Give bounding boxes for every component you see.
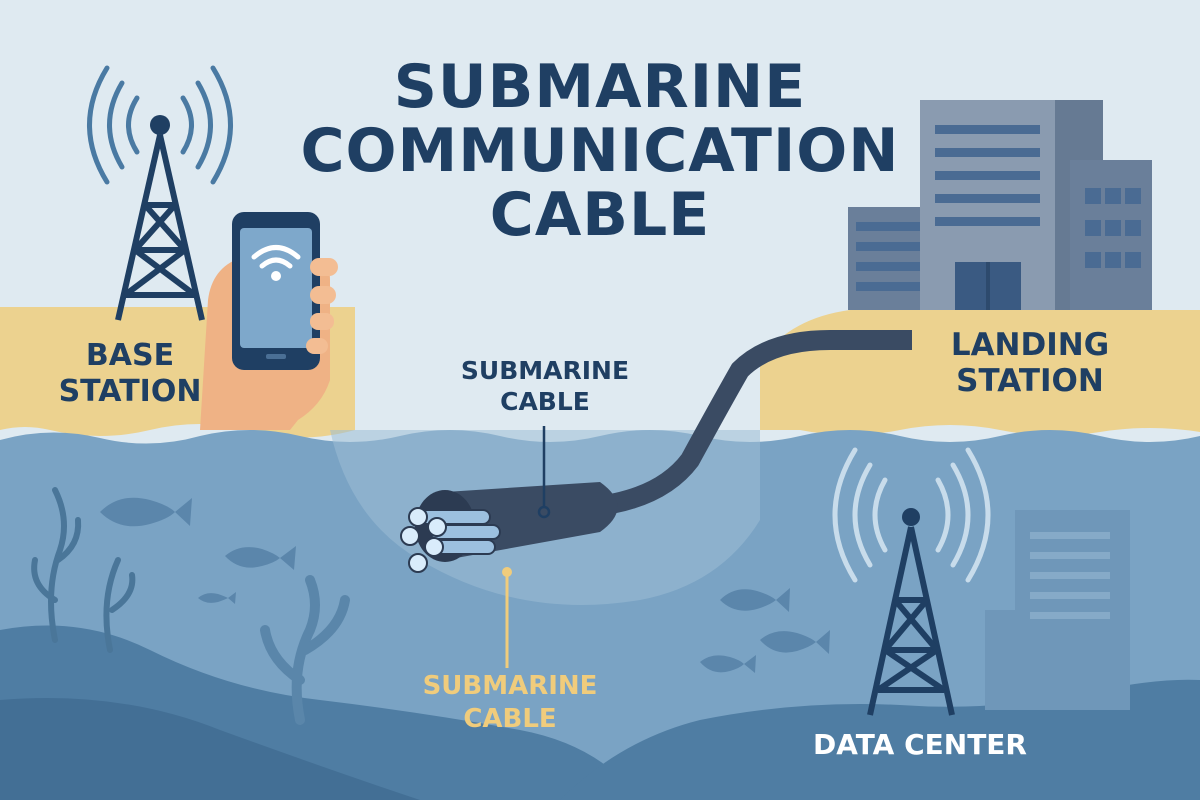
base-station-label-line-1: BASE	[40, 338, 220, 374]
cable-callout-bottom-label: SUBMARINE CABLE	[395, 670, 625, 736]
cable-callout-top-label: SUBMARINE CABLE	[430, 355, 660, 417]
data-center-label: DATA CENTER	[800, 728, 1040, 762]
page-title: SUBMARINE COMMUNICATION CABLE	[300, 55, 900, 247]
landing-station-label-line-1: LANDING	[900, 327, 1160, 363]
title-line-1: SUBMARINE	[300, 55, 900, 119]
base-station-label-line-2: STATION	[40, 374, 220, 410]
landing-station-label: LANDING STATION	[900, 327, 1160, 399]
cable-callout-bottom-line-1: SUBMARINE	[395, 670, 625, 703]
cable-callout-dot-bottom	[502, 567, 512, 577]
landing-station-label-line-2: STATION	[900, 363, 1160, 399]
title-line-3: CABLE	[300, 183, 900, 247]
cable-callout-bottom-line-2: CABLE	[395, 703, 625, 736]
base-station-label: BASE STATION	[40, 338, 220, 410]
cable-callout-top-line-2: CABLE	[430, 386, 660, 417]
cable-callout-top-line-1: SUBMARINE	[430, 355, 660, 386]
title-line-2: COMMUNICATION	[300, 119, 900, 183]
